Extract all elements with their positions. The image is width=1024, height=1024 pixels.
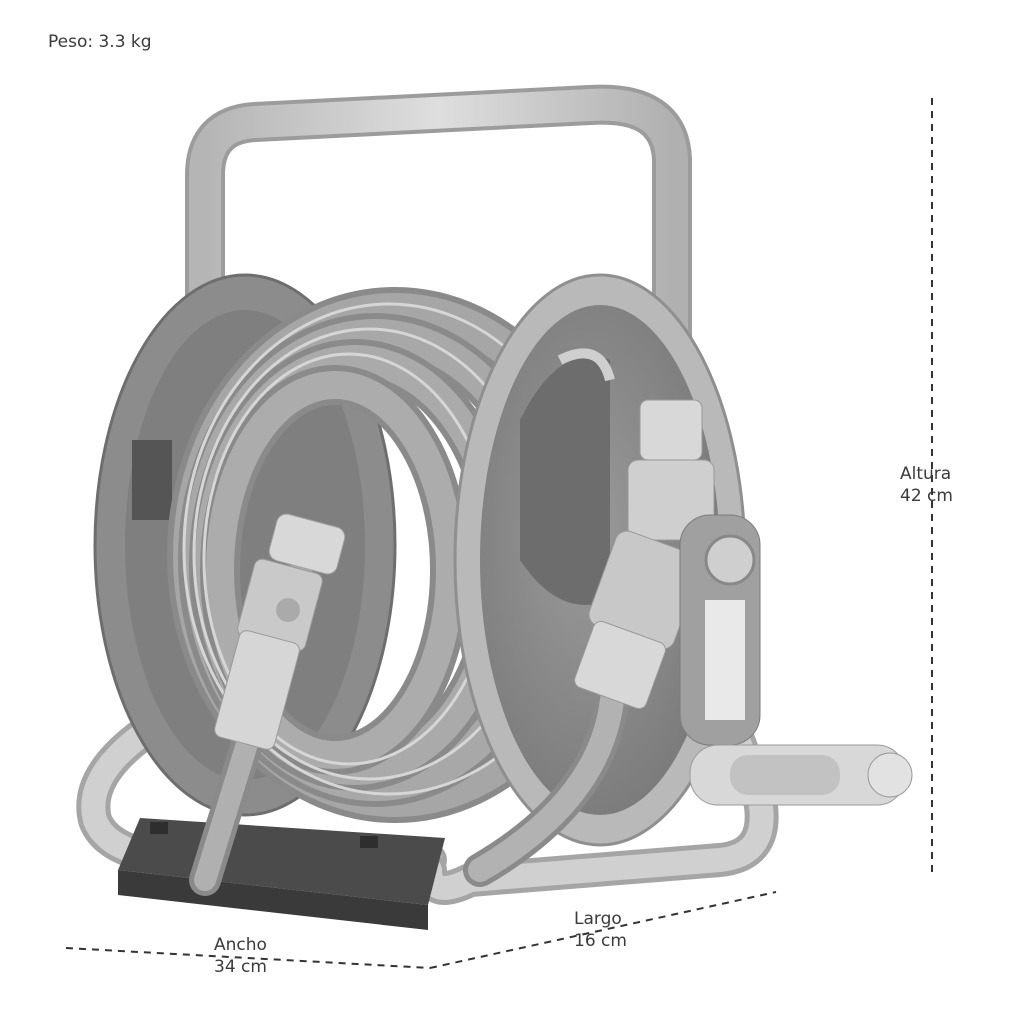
width-dimension: Ancho 34 cm bbox=[214, 934, 267, 978]
dimension-lines bbox=[65, 98, 933, 969]
height-dimension: Altura 42 cm bbox=[900, 463, 953, 507]
weight-label: Peso: 3.3 kg bbox=[48, 32, 152, 52]
hose-connector-right bbox=[463, 399, 715, 887]
width-line bbox=[65, 947, 431, 969]
length-dimension-name: Largo bbox=[574, 909, 622, 929]
height-dimension-name: Altura bbox=[900, 464, 952, 484]
hose-nozzle-left bbox=[189, 513, 346, 896]
length-dimension: Largo 16 cm bbox=[574, 908, 627, 952]
width-dimension-name: Ancho bbox=[214, 935, 267, 955]
hose-coil bbox=[167, 287, 623, 823]
crank-handle bbox=[679, 514, 913, 806]
height-dimension-value: 42 cm bbox=[900, 486, 953, 506]
reel-base bbox=[118, 818, 445, 930]
width-dimension-value: 34 cm bbox=[214, 957, 267, 977]
length-dimension-value: 16 cm bbox=[574, 931, 627, 951]
